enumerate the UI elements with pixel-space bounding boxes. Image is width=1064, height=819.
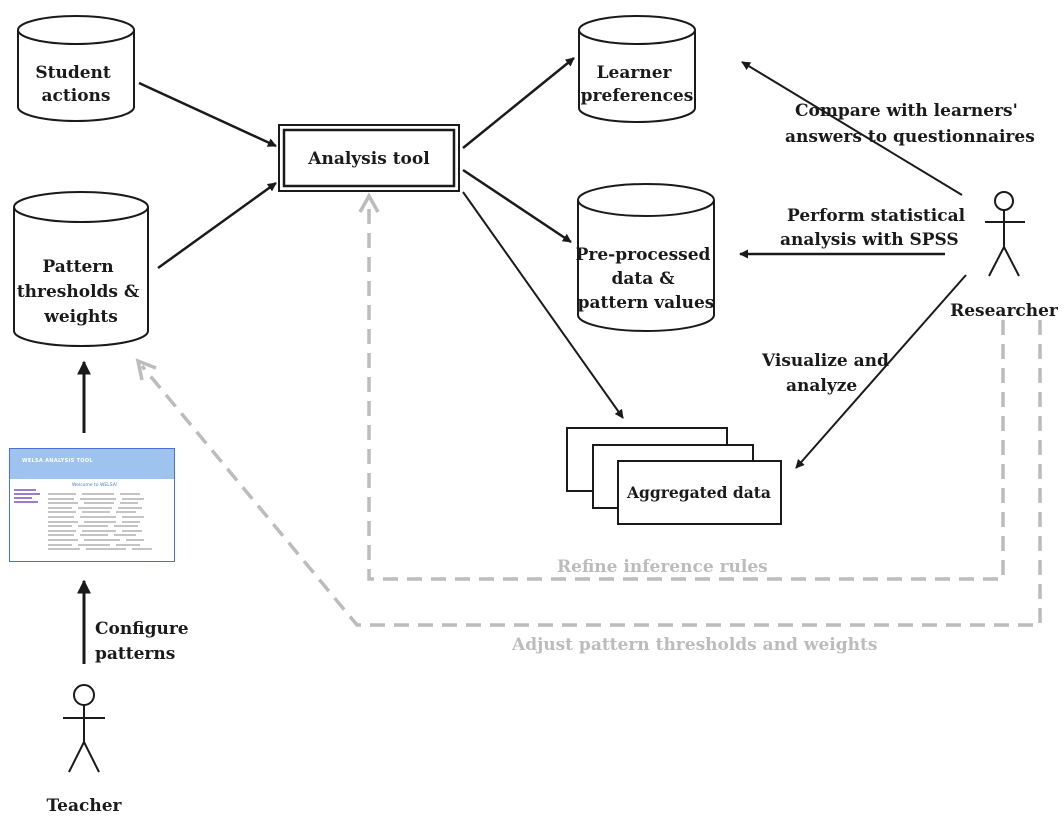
aggregated-data-label: Aggregated data: [626, 483, 771, 502]
learner-preferences-store: Learner preferences: [578, 15, 696, 123]
learner-preferences-line1: Learner: [597, 63, 673, 83]
perform-line2: analysis with SPSS: [780, 230, 959, 250]
pattern-thresholds-line2: thresholds &: [17, 282, 140, 302]
pattern-thresholds-line3: weights: [43, 307, 118, 327]
svg-text:Pre-processed data &: Pre-processed data & pattern values: [576, 245, 717, 313]
arrow-researcher-to-aggregated: [795, 274, 967, 469]
configure-label: Configure patterns: [95, 619, 195, 664]
perform-line1: Perform statistical: [787, 206, 966, 226]
student-actions-line2: actions: [42, 86, 111, 106]
adjust-loop: [140, 320, 1042, 627]
thumbnail-table: [48, 493, 170, 553]
adjust-arrowhead: [135, 358, 157, 381]
student-actions-store: Student actions: [17, 15, 135, 122]
arrow-analysis-to-learner-prefs: [462, 57, 575, 149]
arrow-student-to-analysis: [138, 81, 277, 148]
teacher-label: Teacher: [46, 796, 122, 816]
preprocessed-data-store: Pre-processed data & pattern values: [576, 183, 717, 332]
refine-loop: [367, 198, 1005, 581]
visualize-label: Visualize and analyze: [761, 351, 895, 396]
preprocessed-line3: pattern values: [578, 293, 715, 313]
teacher-stick-figure: [63, 684, 105, 773]
refine-label: Refine inference rules: [557, 557, 768, 577]
arrow-analysis-to-preprocessed: [462, 168, 572, 244]
aggregated-data-stack: Aggregated data: [566, 427, 782, 525]
svg-text:Student actions: Student actions: [35, 63, 116, 106]
compare-label: Compare with learners' answers to questi…: [785, 101, 1035, 147]
svg-text:Learner preferences: Learner preferences: [581, 63, 694, 106]
compare-line1: Compare with learners': [795, 101, 1018, 121]
pattern-thresholds-store: Pattern thresholds & weights: [13, 191, 149, 347]
student-actions-line1: Student: [35, 63, 111, 83]
adjust-label: Adjust pattern thresholds and weights: [511, 635, 877, 655]
configure-line1: Configure: [95, 619, 189, 639]
thumbnail-welcome: Welcome to WELSA!: [72, 483, 118, 488]
svg-text:Pattern thresholds &: Pattern thresholds & weights: [17, 257, 145, 327]
analysis-tool-box: Analysis tool: [278, 124, 460, 192]
thumbnail-header: WELSA ANALYSIS TOOL: [10, 449, 174, 479]
preprocessed-line2: data &: [612, 269, 676, 289]
analysis-tool-label: Analysis tool: [307, 149, 430, 169]
learner-preferences-line2: preferences: [581, 86, 694, 106]
preprocessed-line1: Pre-processed: [576, 245, 711, 265]
arrow-researcher-to-learner-prefs: [741, 61, 963, 196]
visualize-line2: analyze: [786, 376, 857, 396]
arrow-thresholds-to-analysis: [157, 181, 277, 270]
analysis-tool-screenshot: WELSA ANALYSIS TOOL Welcome to WELSA!: [9, 448, 175, 562]
arrow-analysis-to-aggregated: [462, 191, 624, 419]
configure-line2: patterns: [95, 644, 175, 664]
perform-label: Perform statistical analysis with SPSS: [780, 206, 971, 250]
visualize-line1: Visualize and: [761, 351, 889, 371]
compare-line2: answers to questionnaires: [785, 127, 1035, 147]
pattern-thresholds-line1: Pattern: [42, 257, 113, 277]
researcher-label: Researcher: [950, 301, 1059, 321]
thumbnail-title: WELSA ANALYSIS TOOL: [22, 458, 93, 464]
researcher-stick-figure: [985, 191, 1025, 277]
thumbnail-sidebar: [14, 489, 42, 505]
refine-arrowhead: [358, 192, 380, 213]
